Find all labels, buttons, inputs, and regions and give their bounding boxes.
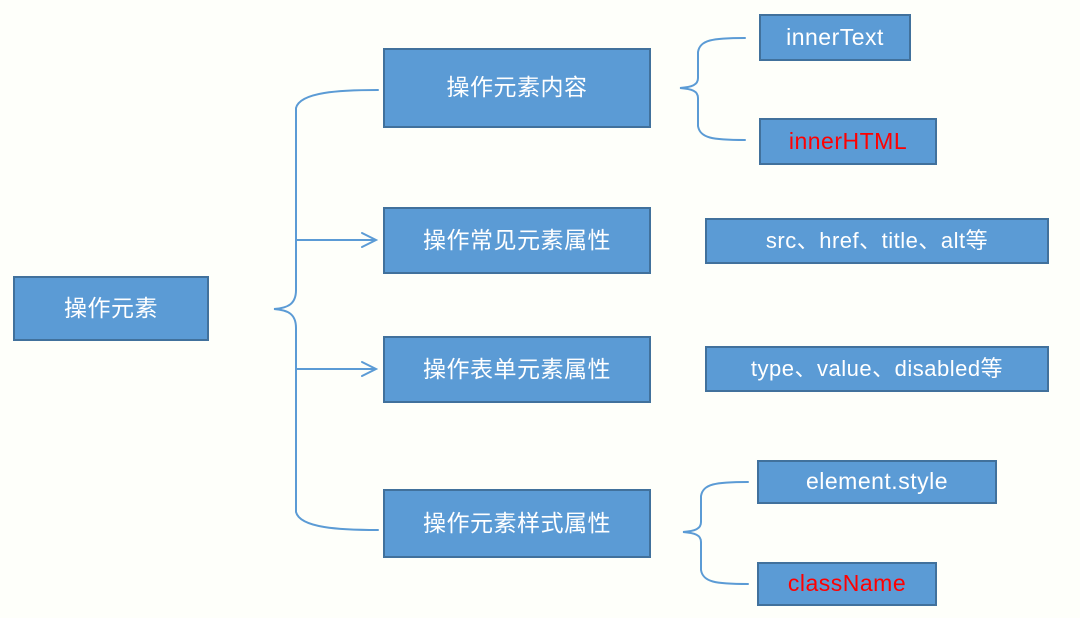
node-branch-style-attrs-label: 操作元素样式属性 — [423, 509, 611, 536]
node-branch-common-attrs-label: 操作常见元素属性 — [423, 226, 611, 253]
brace-style — [682, 481, 749, 585]
node-branch-content-label: 操作元素内容 — [446, 74, 588, 101]
node-inner-html-label: innerHTML — [788, 127, 908, 154]
arrow-head-branch-2 — [361, 232, 379, 248]
node-class-name-label: className — [787, 570, 907, 597]
node-class-name[interactable]: className — [757, 562, 937, 606]
brace-content — [679, 37, 746, 141]
node-root[interactable]: 操作元素 — [13, 276, 209, 341]
node-element-style-label: element.style — [805, 468, 948, 495]
node-form-attr-list[interactable]: type、value、disabled等 — [705, 346, 1049, 392]
node-root-label: 操作元素 — [64, 294, 158, 321]
node-element-style[interactable]: element.style — [757, 460, 997, 504]
brace-root — [273, 89, 379, 531]
node-form-attr-list-label: type、value、disabled等 — [750, 355, 1004, 381]
node-inner-text-label: innerText — [786, 23, 884, 50]
arrow-head-branch-3 — [361, 361, 379, 377]
node-branch-form-attrs[interactable]: 操作表单元素属性 — [383, 336, 651, 403]
node-common-attr-list-label: src、href、title、alt等 — [765, 227, 989, 253]
node-branch-common-attrs[interactable]: 操作常见元素属性 — [383, 207, 651, 274]
node-branch-content[interactable]: 操作元素内容 — [383, 48, 651, 128]
node-branch-style-attrs[interactable]: 操作元素样式属性 — [383, 489, 651, 558]
node-common-attr-list[interactable]: src、href、title、alt等 — [705, 218, 1049, 264]
node-branch-form-attrs-label: 操作表单元素属性 — [423, 355, 611, 382]
node-inner-html[interactable]: innerHTML — [759, 118, 937, 165]
node-inner-text[interactable]: innerText — [759, 14, 911, 61]
